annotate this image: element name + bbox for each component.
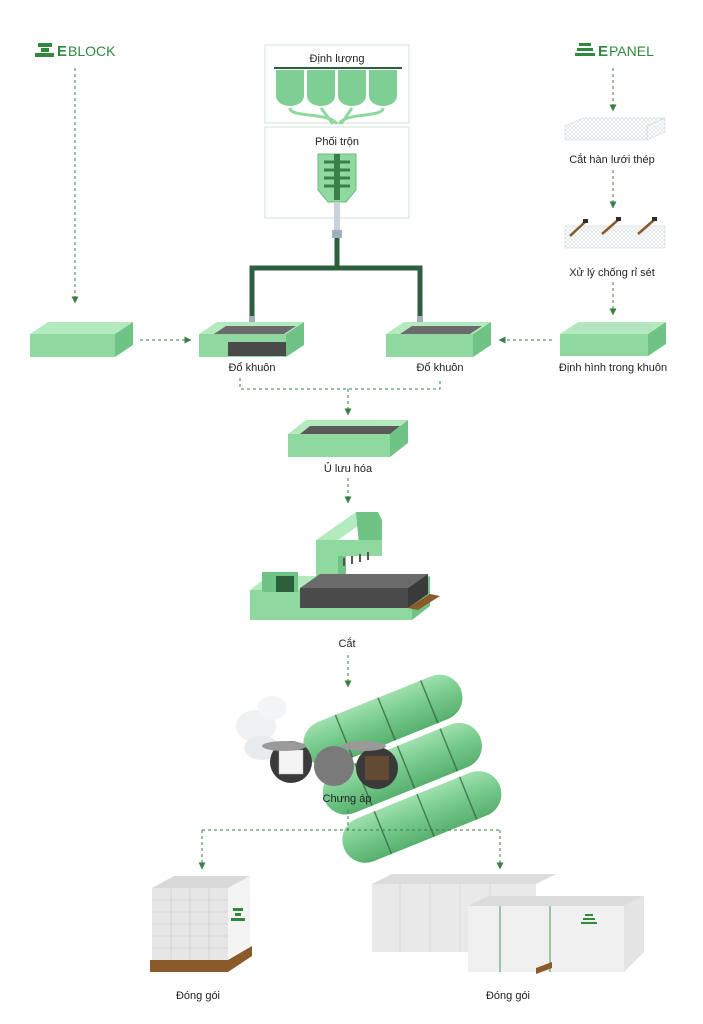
epanel-pack-logo-icon <box>581 914 597 924</box>
dosing-station: Định lượng <box>264 44 410 126</box>
eblock-logo: E BLOCK <box>35 43 116 60</box>
curing-chamber: Ủ lưu hóa <box>288 420 408 475</box>
dosing-label: Định lượng <box>310 53 365 65</box>
mesh-cutting-label: Cắt hàn lưới thép <box>569 153 655 166</box>
epanel-logo: E PANEL <box>575 43 654 60</box>
pack-left-label: Đóng gói <box>176 990 220 1002</box>
dosing-hoppers <box>276 70 397 106</box>
mixing-station: Phối trộn <box>264 126 410 238</box>
pours-merge-line <box>239 378 441 390</box>
cutting-label: Cắt <box>338 637 355 650</box>
epanel-prefix: E <box>598 43 608 60</box>
curing-label: Ủ lưu hóa <box>324 462 373 475</box>
pour-right-mold: Đổ khuôn <box>386 322 491 374</box>
concrete-pipes <box>249 238 423 318</box>
eblock-prefix: E <box>57 43 67 60</box>
flow-arrows <box>71 68 617 870</box>
rust-treatment: Xử lý chống rỉ sét <box>564 217 666 279</box>
eblock-pack-logo-icon <box>231 908 245 921</box>
pour-right-label: Đổ khuôn <box>416 362 463 374</box>
steel-mesh-cutting: Cắt hàn lưới thép <box>564 117 666 166</box>
pour-left-mold: Đổ khuôn <box>199 322 304 374</box>
mixing-label: Phối trộn <box>315 136 359 148</box>
mold-shaping-label: Định hình trong khuôn <box>559 362 667 374</box>
epanel-name: PANEL <box>609 43 654 59</box>
epanel-pack: Đóng gói <box>372 874 644 1002</box>
mold-shaping: Định hình trong khuôn <box>559 322 667 374</box>
pack-right-label: Đóng gói <box>486 990 530 1002</box>
stacked-blocks-icon <box>35 43 54 57</box>
rust-treatment-label: Xử lý chống rỉ sét <box>569 267 655 279</box>
pipe-nozzles <box>249 316 423 326</box>
autoclave-vessels: Chưng áp <box>262 674 502 863</box>
autoclave-split-line <box>202 810 500 831</box>
pour-left-label: Đổ khuôn <box>228 362 275 374</box>
eblock-empty-mold <box>30 322 133 357</box>
eblock-name: BLOCK <box>68 43 116 59</box>
cutting-machine: Cắt <box>250 512 440 650</box>
stacked-panels-icon <box>575 43 595 56</box>
eblock-pack: Đóng gói <box>150 876 252 1002</box>
autoclave-label: Chưng áp <box>323 793 372 805</box>
